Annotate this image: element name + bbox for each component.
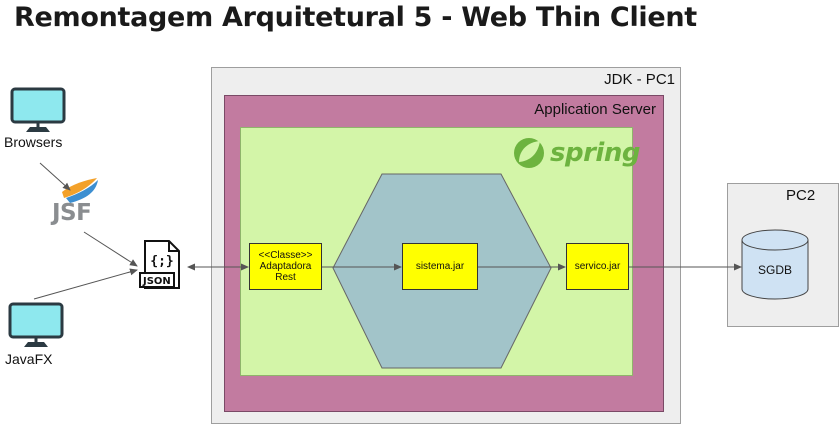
sistema-label: sistema.jar bbox=[415, 261, 465, 272]
arrow-javafx-to-json bbox=[33, 268, 138, 300]
json-label: JSON bbox=[143, 276, 171, 287]
sistema-jar-box: sistema.jar bbox=[402, 243, 478, 290]
browsers-monitor-icon bbox=[10, 87, 66, 132]
servico-label: servico.jar bbox=[574, 261, 621, 272]
sgdb-label: SGDB bbox=[757, 263, 792, 277]
javafx-label: JavaFX bbox=[5, 351, 53, 367]
servico-jar-box: servico.jar bbox=[566, 243, 629, 290]
spring-logo-text: spring bbox=[550, 138, 640, 168]
application-server-label: Application Server bbox=[534, 101, 656, 118]
json-file-icon: {;} bbox=[139, 240, 180, 289]
adaptadora-stereotype: <<Classe>> bbox=[258, 250, 313, 261]
pc2-label: PC2 bbox=[786, 187, 816, 204]
jdk-label: JDK - PC1 bbox=[604, 71, 675, 88]
adaptadora-rest: Rest bbox=[275, 272, 296, 283]
jsf-logo-icon bbox=[62, 178, 98, 203]
page-title: Remontagem Arquitetural 5 - Web Thin Cli… bbox=[14, 2, 697, 33]
adaptadora-name: Adaptadora bbox=[259, 261, 312, 272]
jsf-label: JSF bbox=[52, 200, 92, 226]
browsers-label: Browsers bbox=[4, 134, 63, 150]
arrow-jsf-to-json bbox=[83, 231, 138, 267]
svg-text:{;}: {;} bbox=[150, 254, 173, 269]
spring-logo-icon bbox=[514, 138, 544, 168]
arrow-browsers-to-jsf bbox=[39, 162, 71, 191]
adaptadora-rest-box: <<Classe>> Adaptadora Rest bbox=[249, 243, 322, 290]
javafx-monitor-icon bbox=[8, 302, 64, 347]
sgdb-database-icon bbox=[741, 229, 809, 300]
